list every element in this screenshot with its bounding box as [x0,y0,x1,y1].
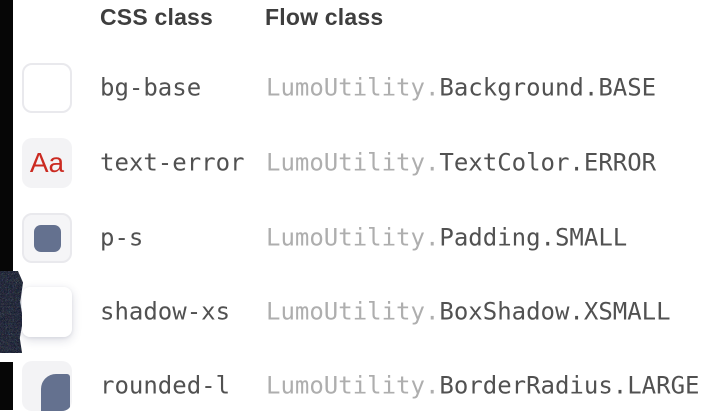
border-radius-swatch-icon [22,361,72,411]
flow-class-code: LumoUtility.Background.BASE [266,73,656,101]
table-header-row: CSS class Flow class [0,4,702,30]
flow-class-prefix: LumoUtility. [266,297,440,326]
css-class-code: p-s [100,223,144,252]
box-shadow-swatch-icon [22,287,72,337]
padding-swatch-icon [22,213,72,263]
table-row: rounded-l LumoUtility.BorderRadius.LARGE [0,361,702,411]
flow-class-name: TextColor.ERROR [439,148,657,177]
border-radius-inner-square [41,374,70,411]
text-color-sample-icon: Aa [22,138,72,188]
flow-class-prefix: LumoUtility. [266,73,440,102]
table-row: bg-base LumoUtility.Background.BASE [0,63,702,113]
css-class-code: bg-base [100,73,202,102]
flow-class-prefix: LumoUtility. [266,223,440,252]
column-header-css-class: CSS class [100,4,214,30]
flow-class-code: LumoUtility.BoxShadow.XSMALL [266,297,671,325]
table-row: shadow-xs LumoUtility.BoxShadow.XSMALL [0,287,702,337]
flow-class-name: Background.BASE [439,73,657,102]
table-row: Aa text-error LumoUtility.TextColor.ERRO… [0,138,702,188]
padding-inner-square [33,224,61,252]
flow-class-code: LumoUtility.Padding.SMALL [266,223,627,251]
flow-class-code: LumoUtility.TextColor.ERROR [266,148,656,176]
flow-class-name: BoxShadow.XSMALL [439,297,671,326]
css-class-code: rounded-l [100,371,231,400]
noise-artifact [0,271,23,353]
background-base-swatch-icon [22,63,72,113]
css-class-code: text-error [100,148,245,177]
table-row: p-s LumoUtility.Padding.SMALL [0,213,702,263]
css-class-code: shadow-xs [100,297,231,326]
flow-class-name: Padding.SMALL [439,223,628,252]
column-header-flow-class: Flow class [265,4,384,30]
flow-class-name: BorderRadius.LARGE [439,371,700,400]
screen-edge-artifact-top [0,0,13,272]
flow-class-code: LumoUtility.BorderRadius.LARGE [266,371,699,399]
flow-class-prefix: LumoUtility. [266,371,440,400]
aa-text-sample: Aa [29,147,65,178]
screen-edge-artifact-bottom [0,362,13,410]
flow-class-prefix: LumoUtility. [266,148,440,177]
